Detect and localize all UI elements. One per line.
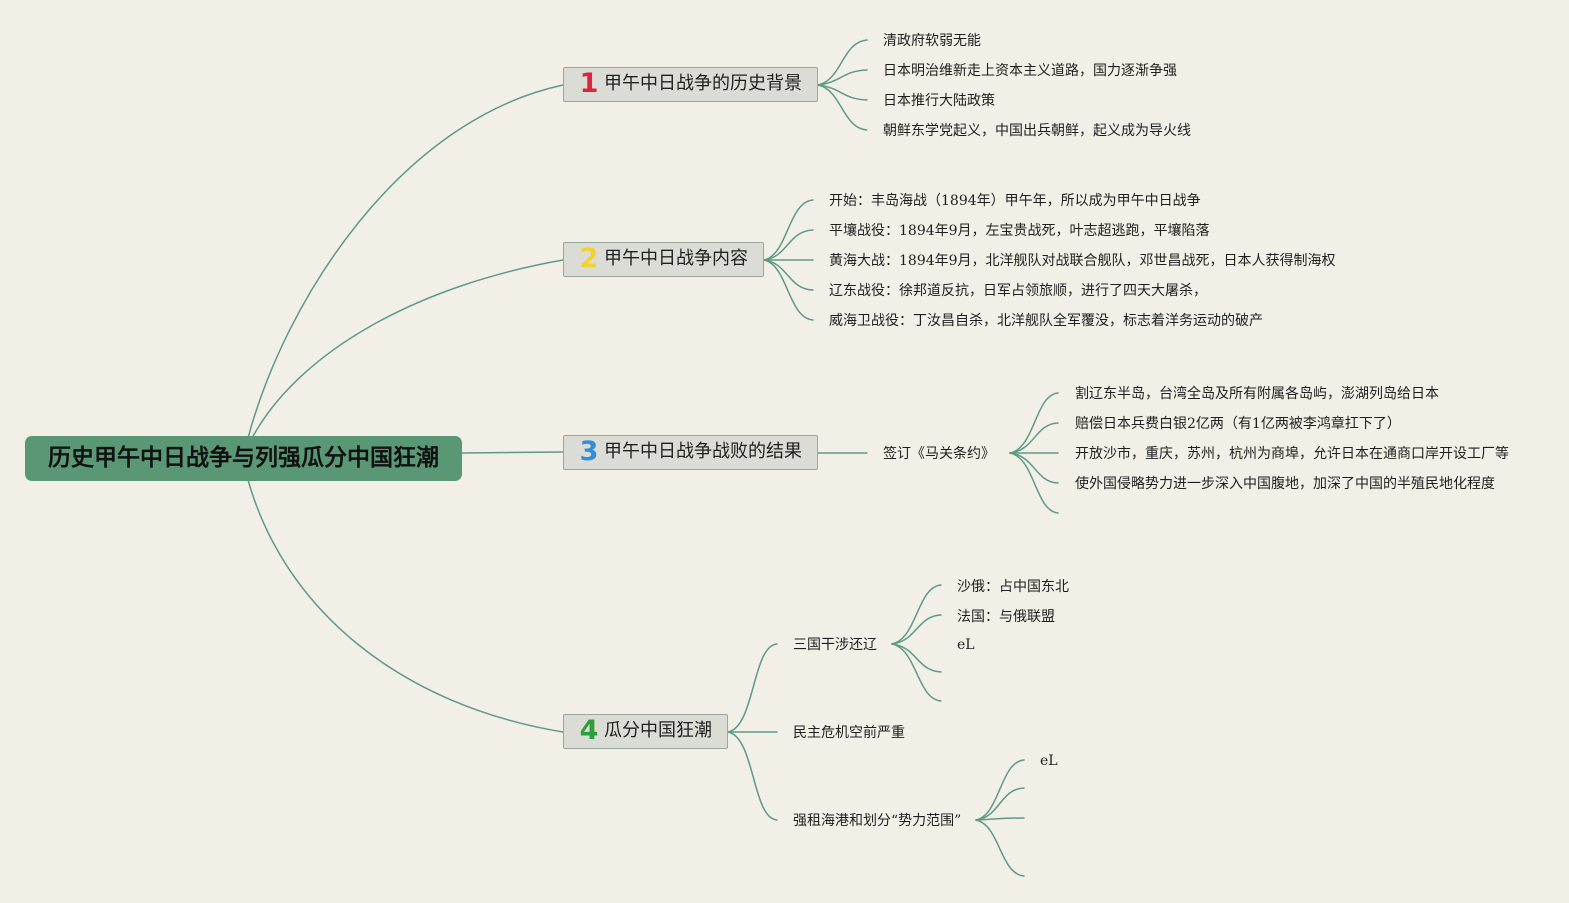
root-topic[interactable]: 历史甲午中日战争与列强瓜分中国狂潮 [25,436,462,481]
line-b4-sub1 [727,643,778,733]
line-root-b1 [247,84,564,439]
branch-2-leaf-3[interactable]: 黄海大战：1894年9月，北洋舰队对战联合舰队，邓世昌战死，日本人获得制海权 [829,253,1336,269]
line-sub3-leaf1 [1009,392,1059,454]
branch-4-sub-1-leaf-1[interactable]: 沙俄：占中国东北 [957,579,1069,595]
branch-4-sub-3-leaf-1[interactable]: eL [1040,753,1058,769]
line-b1-leaf3 [817,84,868,101]
branch-1-leaf-1[interactable]: 清政府软弱无能 [883,33,981,49]
line-b2-leaf5 [763,259,814,321]
line-sub1-leaf4 [891,643,942,702]
line-sub1-leaf2 [891,614,942,645]
branch-3-leaf-4[interactable]: 使外国侵略势力进一步深入中国腹地，加深了中国的半殖民地化程度 [1075,476,1495,492]
branch-2-number: 2 [579,243,599,274]
branch-4-sub-lease-ports[interactable]: 强租海港和划分“势力范围” [793,813,962,829]
line-sub1-leaf3 [891,643,942,673]
branch-1-title: 甲午中日战争的历史背景 [604,73,802,94]
branch-3-leaf-3[interactable]: 开放沙市，重庆，苏州，杭州为商埠，允许日本在通商口岸开设工厂等 [1075,446,1509,462]
branch-4-sub-1-leaf-3[interactable]: eL [957,637,975,653]
line-b2-leaf2 [763,229,814,261]
line-b1-leaf2 [817,69,868,86]
line-sub3-leaf4 [1009,452,1059,484]
branch-3-leaf-2[interactable]: 赔偿日本兵费白银2亿两（有1亿两被李鸿章扛下了） [1075,416,1401,432]
branch-2-leaf-5[interactable]: 威海卫战役：丁汝昌自杀，北洋舰队全军覆没，标志着洋务运动的破产 [829,313,1263,329]
line-sub3-4-leaf4 [975,819,1025,877]
branch-1-leaf-3[interactable]: 日本推行大陆政策 [883,93,995,109]
line-b1-leaf1 [817,39,868,86]
line-root-b4 [247,479,564,733]
branch-4-title: 瓜分中国狂潮 [604,720,712,741]
branch-4-number: 4 [579,715,599,746]
branch-4-sub-1-leaf-2[interactable]: 法国：与俄联盟 [957,609,1055,625]
line-b1-leaf4 [817,84,868,131]
line-sub3-leaf5 [1009,452,1059,514]
line-sub3-4-leaf2 [975,787,1025,821]
branch-1-leaf-4[interactable]: 朝鲜东学党起义，中国出兵朝鲜，起义成为导火线 [883,123,1191,139]
branch-4-sub-national-crisis[interactable]: 民主危机空前严重 [793,725,905,741]
branch-3-leaf-1[interactable]: 割辽东半岛，台湾全岛及所有附属各岛屿，澎湖列岛给日本 [1075,386,1439,402]
branch-4-sub-triple-intervention[interactable]: 三国干涉还辽 [793,637,877,653]
line-sub3-leaf2 [1009,422,1059,454]
line-b2-leaf1 [763,199,814,261]
branch-2-title: 甲午中日战争内容 [604,248,748,269]
line-b2-leaf4 [763,259,814,291]
branch-2-leaf-4[interactable]: 辽东战役：徐邦道反抗，日军占领旅顺，进行了四天大屠杀， [829,283,1207,299]
branch-1-leaf-2[interactable]: 日本明治维新走上资本主义道路，国力逐渐争强 [883,63,1177,79]
line-sub3-4-leaf1 [975,759,1025,821]
branch-3-sub-treaty[interactable]: 签订《马关条约》 [883,446,995,462]
branch-2-leaf-2[interactable]: 平壤战役：1894年9月，左宝贵战死，叶志超逃跑，平壤陷落 [829,223,1210,239]
line-root-b3 [461,451,564,454]
line-root-b2 [251,259,564,439]
branch-3-number: 3 [579,436,599,467]
line-b4-sub3 [727,731,778,821]
line-sub3-4-leaf3 [975,817,1025,821]
line-sub1-leaf1 [891,584,942,645]
branch-3-title: 甲午中日战争战败的结果 [604,441,802,462]
branch-2-leaf-1[interactable]: 开始：丰岛海战（1894年）甲午年，所以成为甲午中日战争 [829,193,1201,209]
branch-1-number: 1 [579,68,599,99]
